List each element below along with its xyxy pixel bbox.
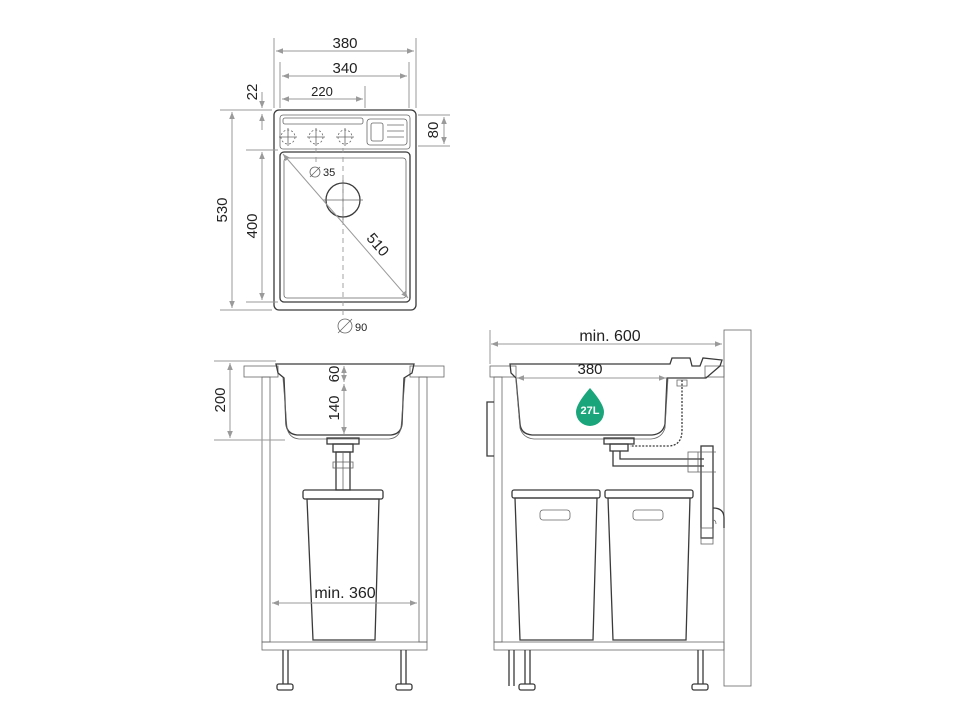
volume-badge: 27L	[581, 405, 600, 417]
waste-bin-lid	[511, 489, 601, 499]
drain-hole-dimension: 90	[355, 322, 367, 334]
countertop-back	[704, 365, 725, 378]
cabinet-floor	[493, 641, 725, 651]
diagonal-dimension: 510	[363, 230, 392, 260]
rim-height-dimension: 60	[326, 366, 343, 383]
overall-width-dimension: 380	[332, 35, 357, 52]
sink-outline	[273, 109, 417, 311]
min-cabinet-width-dimension: min. 360	[314, 585, 375, 602]
diameter-icon	[309, 166, 321, 178]
tap-hole-icon	[279, 128, 297, 146]
drain-offset-dimension: 220	[311, 84, 333, 99]
cabinet-leg	[276, 650, 294, 691]
water-drop-icon	[576, 388, 604, 426]
cabinet-leg	[508, 650, 515, 686]
waste-bin	[607, 497, 691, 641]
tap-hole-icon	[307, 128, 325, 146]
wall	[723, 329, 752, 687]
sink-section	[275, 363, 415, 436]
cabinet-handle	[486, 401, 494, 457]
plan-view: 510 35 90 380 340 220 530 400	[214, 35, 450, 334]
bowl-depth-dimension: 400	[244, 213, 261, 238]
cabinet-leg	[691, 650, 709, 691]
waste-bin	[514, 497, 598, 641]
control-panel	[366, 118, 408, 146]
bowl-outline	[279, 151, 411, 303]
bowl-width-dimension: 340	[332, 60, 357, 77]
cabinet-front-panel	[493, 376, 503, 643]
cabinet-top-dimension: 200	[212, 387, 229, 412]
siphon	[700, 445, 714, 539]
waste-bin-lid	[604, 489, 694, 499]
diameter-icon	[337, 318, 353, 334]
side-elevation: 27L min. 600 380	[486, 328, 752, 691]
sink-section	[509, 357, 723, 436]
overall-depth-dimension: 530	[214, 197, 231, 222]
countertop-right	[409, 365, 445, 378]
cabinet-wall-right	[418, 376, 428, 643]
countertop-front	[489, 365, 517, 378]
cabinet-leg	[518, 650, 536, 691]
waste-bin	[306, 498, 380, 641]
tap-hole-dimension: 35	[323, 167, 335, 179]
overflow-hose	[630, 380, 683, 447]
side-bowl-width-dimension: 380	[577, 361, 602, 378]
rim-dimension: 22	[244, 84, 261, 101]
countertop-left	[243, 365, 279, 378]
tap-deck	[279, 114, 411, 150]
cabinet-wall-left	[261, 376, 271, 643]
bowl-height-dimension: 140	[326, 395, 343, 420]
cabinet-floor	[261, 641, 428, 651]
front-elevation: 200 60 140 min. 360	[212, 360, 445, 691]
waste-pipe	[612, 451, 704, 467]
tap-zone-dimension: 80	[425, 122, 442, 139]
cabinet-leg	[395, 650, 413, 691]
min-cabinet-depth-dimension: min. 600	[579, 328, 640, 345]
waste-bin-lid	[302, 489, 384, 500]
tap-hole-icon	[336, 128, 354, 146]
